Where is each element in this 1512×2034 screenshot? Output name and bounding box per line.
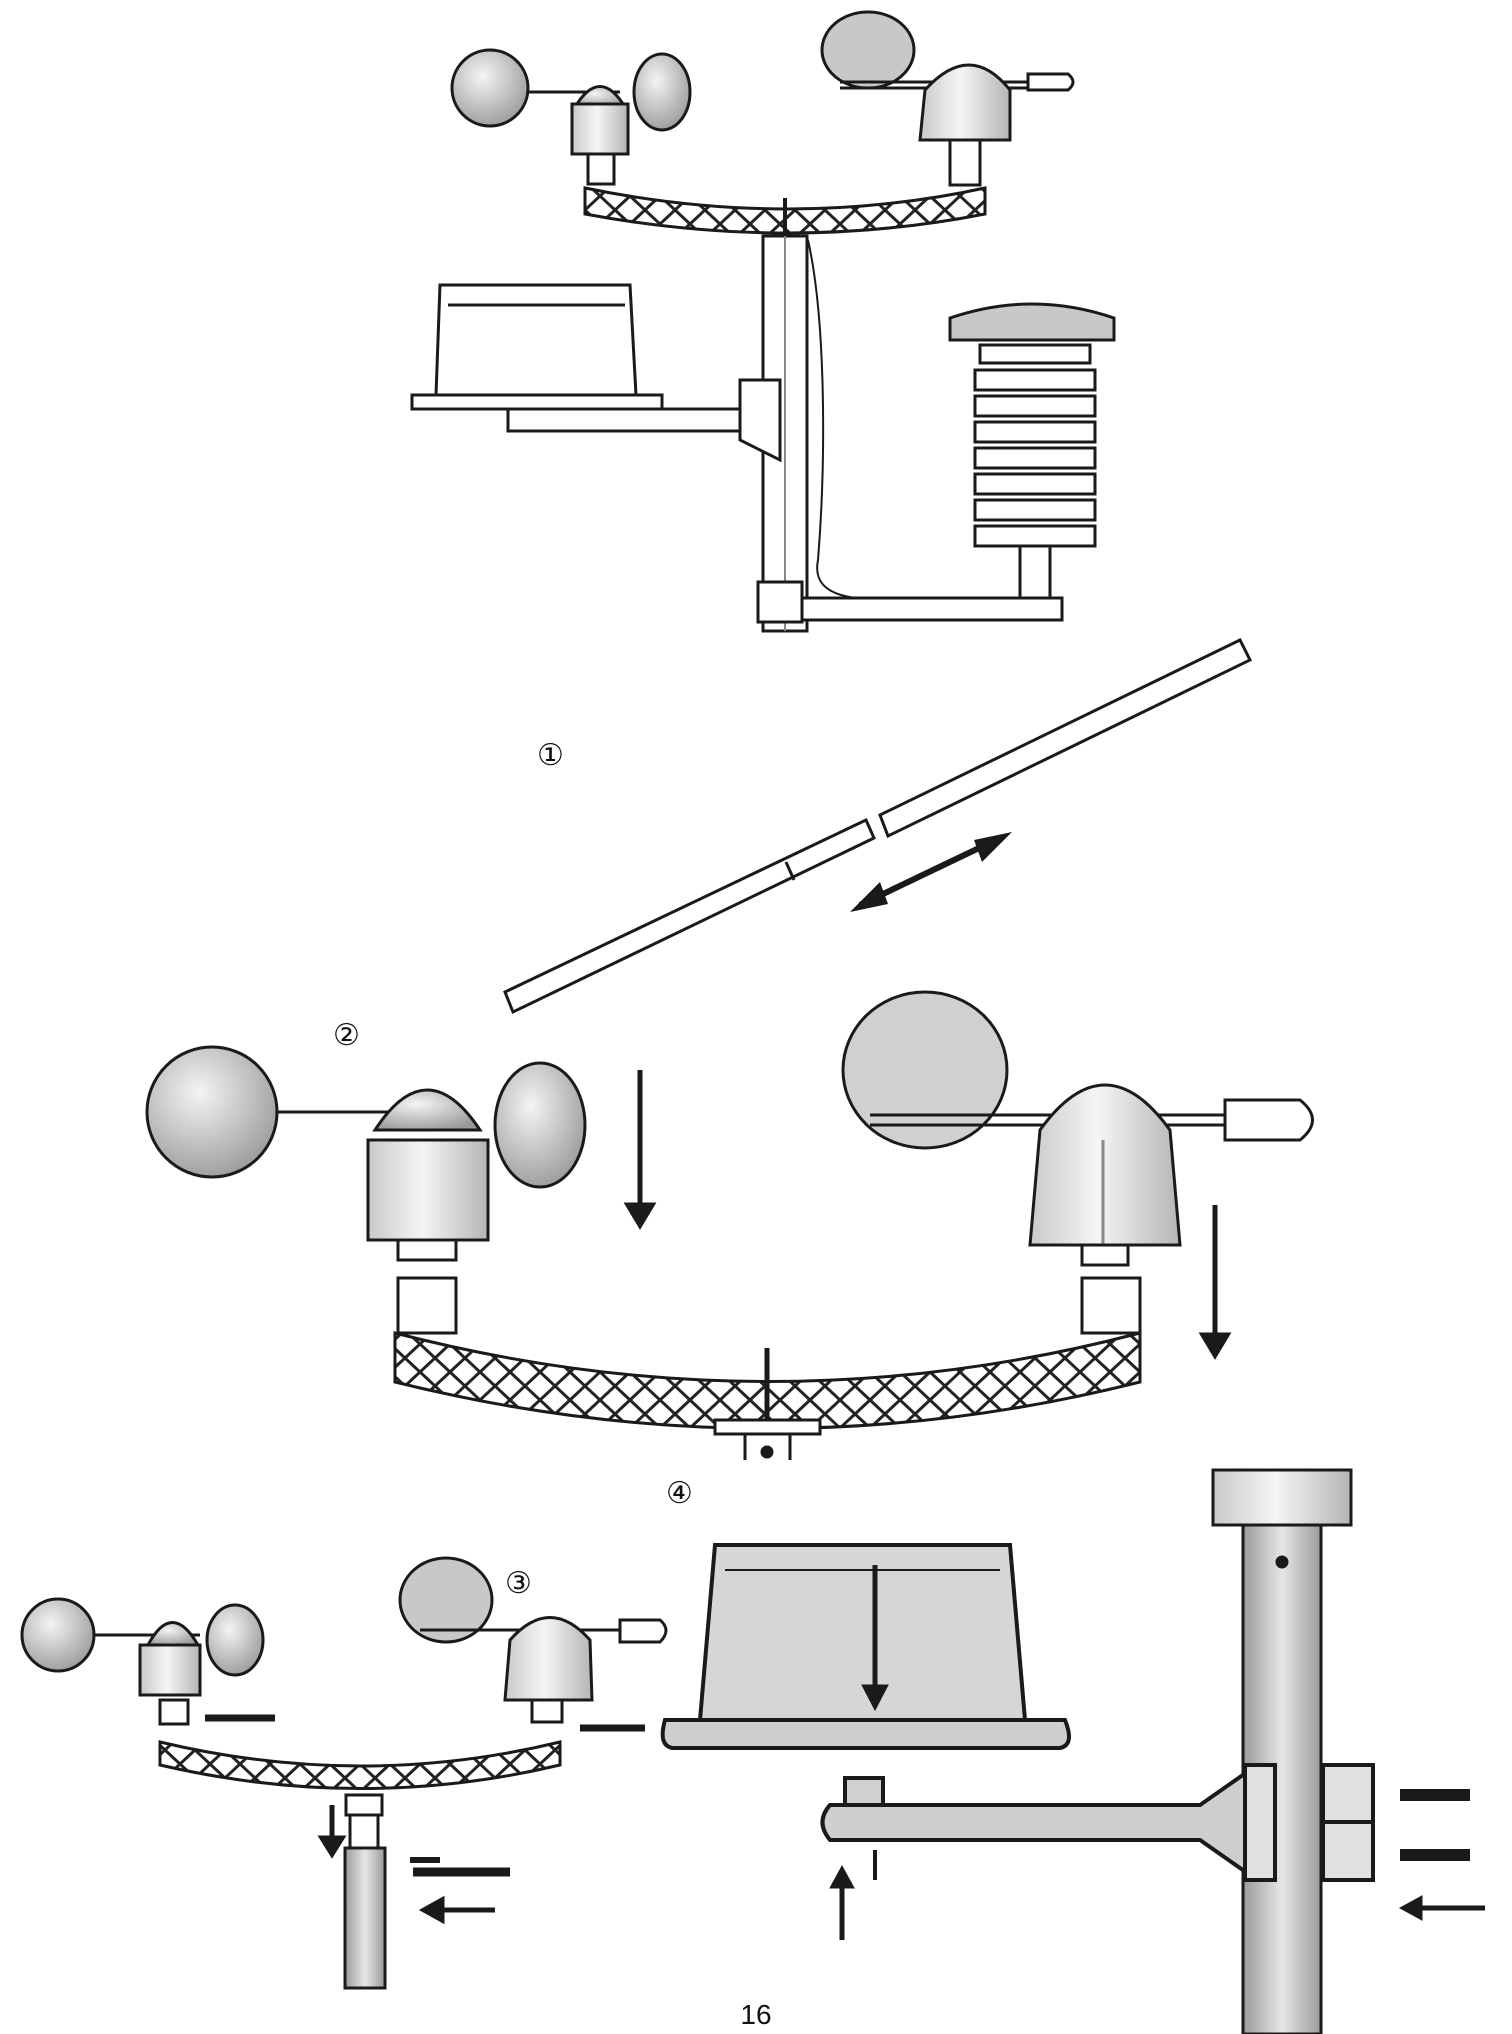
step-1-pole-sections bbox=[503, 638, 1253, 1015]
assembled-station bbox=[410, 10, 1116, 633]
step-2-wind-vane bbox=[841, 990, 1314, 1267]
step-3-anemometer bbox=[20, 1597, 275, 1726]
rain-gauge-assembled bbox=[410, 283, 782, 463]
step-3-crossbar bbox=[158, 1740, 562, 1990]
crossbar-assembled bbox=[583, 186, 987, 240]
step-2-crossbar bbox=[393, 1276, 1142, 1460]
step-1-double-arrow bbox=[850, 832, 1012, 912]
anemometer-assembled bbox=[450, 48, 692, 186]
mast-assembled bbox=[761, 234, 901, 633]
step-4-mast bbox=[1211, 1468, 1353, 2034]
step-3-marker: ③ bbox=[505, 1566, 532, 1601]
step-2-arrows bbox=[623, 1070, 1232, 1360]
step-3-arrows bbox=[317, 1805, 495, 1925]
step-2-marker: ② bbox=[333, 1018, 360, 1053]
wind-vane-assembled bbox=[820, 10, 1075, 187]
step-3-wind-vane bbox=[398, 1556, 668, 1732]
step-2-anemometer bbox=[145, 1045, 587, 1262]
step-4-rain-gauge bbox=[660, 1543, 1071, 1750]
step-4-bracket bbox=[820, 1763, 1375, 1882]
step-1-marker: ① bbox=[537, 738, 564, 773]
lower-arm-assembled bbox=[756, 580, 1064, 624]
page-number: 16 bbox=[740, 1999, 772, 2030]
step-4-marker: ④ bbox=[666, 1476, 693, 1511]
step-4-screws bbox=[829, 1565, 1485, 1940]
thermo-hygro-sensor-assembled bbox=[948, 302, 1116, 600]
